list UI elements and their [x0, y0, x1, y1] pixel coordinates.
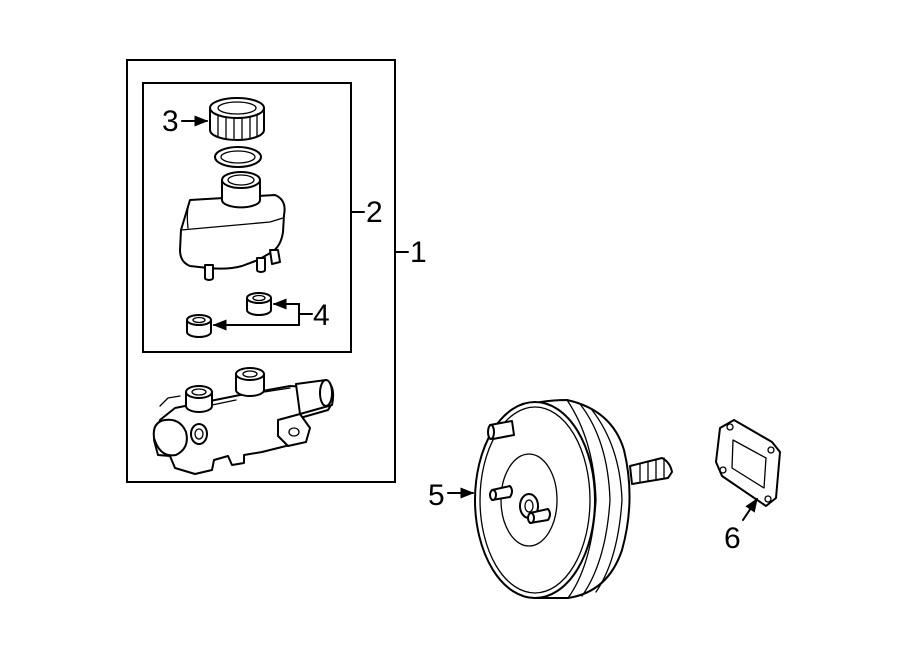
grommet-upper-part[interactable] — [246, 292, 272, 316]
callout-1-label: 1 — [410, 236, 427, 269]
cap-seal-ring — [214, 146, 262, 168]
grommet-lower-part[interactable] — [186, 314, 212, 338]
fluid-reservoir-tank[interactable] — [179, 171, 286, 281]
callout-5[interactable]: 5 — [428, 479, 475, 512]
reservoir-cap-part[interactable] — [209, 97, 265, 141]
callout-2-label: 2 — [366, 196, 383, 229]
brake-booster-part[interactable] — [474, 399, 673, 599]
callout-1[interactable]: 1 — [394, 236, 427, 269]
callout-2[interactable]: 2 — [350, 196, 383, 229]
callout-4[interactable]: 4 — [212, 298, 330, 332]
callout-5-label: 5 — [428, 479, 445, 512]
master-cylinder-body[interactable] — [152, 367, 335, 475]
callout-6-label: 6 — [724, 522, 741, 555]
booster-gasket-part[interactable] — [715, 419, 781, 507]
callout-3[interactable]: 3 — [162, 105, 209, 138]
callout-3-label: 3 — [162, 105, 179, 138]
callout-6[interactable]: 6 — [724, 497, 758, 555]
callout-4-label: 4 — [313, 299, 330, 332]
assembly-outer-frame — [126, 59, 396, 483]
reservoir-kit-frame — [142, 82, 352, 353]
